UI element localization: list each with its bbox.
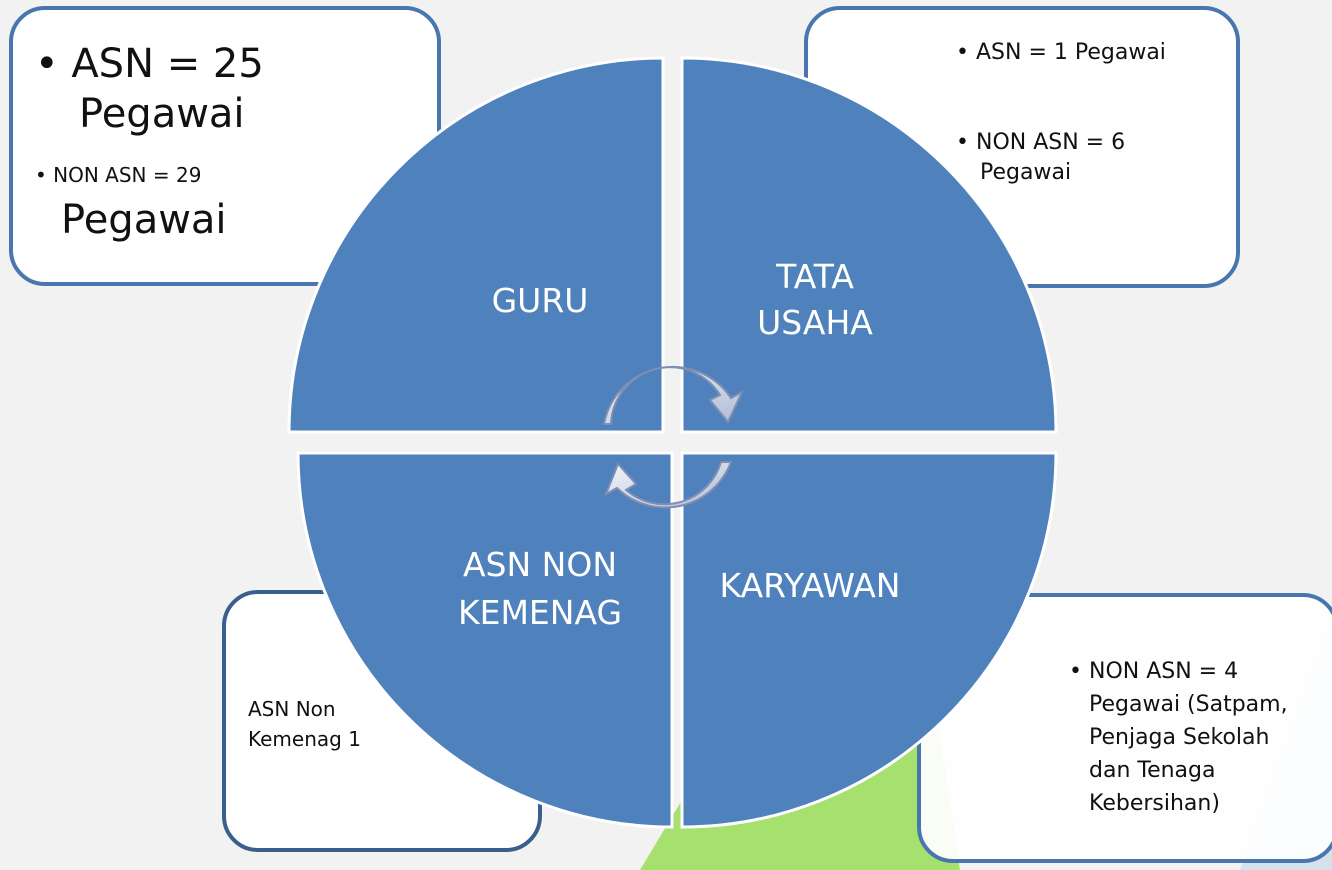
karyawan-bullet: • NON ASN = 4 [1069,657,1238,687]
tu-non-asn-bullet: • NON ASN = 6 [956,128,1125,158]
guru-asn-unit: Pegawai [79,91,245,137]
quadrant-asn-non-kemenag [296,451,674,829]
karyawan-line2: Pegawai (Satpam, [1089,692,1288,717]
label-tata-usaha-line1: TATA [776,257,854,296]
label-guru: GURU [491,281,589,320]
quadrant-karyawan [680,451,1058,829]
cycle-arrow-top-icon [602,365,745,425]
karyawan-line4: dan Tenaga [1089,758,1216,783]
cycle-arrow-bottom-icon [604,461,733,509]
tu-non-asn-text: NON ASN = 6 [975,130,1126,155]
tu-asn-text: ASN = 1 Pegawai [975,40,1166,65]
asn-non-line1: ASN Non [248,697,336,721]
guru-non-asn-bullet: • NON ASN = 29 [35,162,201,188]
guru-asn-bullet: • ASN = 25 [35,40,264,88]
tu-non-asn-unit: Pegawai [980,160,1072,185]
quadrant-tata-usaha [680,56,1058,434]
bullet-dot: • [956,40,969,65]
bullet-dot: • [35,41,59,87]
bullet-dot: • [956,130,969,155]
quadrant-guru [287,56,665,434]
label-karyawan: KARYAWAN [719,566,901,605]
karyawan-line5: Kebersihan) [1089,791,1220,816]
karyawan-line1: NON ASN = 4 [1088,659,1239,684]
bullet-dot: • [35,163,47,187]
bullet-dot: • [1069,659,1082,684]
karyawan-line3: Penjaga Sekolah [1089,725,1270,750]
label-asn-non-line2: KEMENAG [457,593,623,632]
guru-non-asn-unit: Pegawai [61,197,227,243]
tu-asn-bullet: • ASN = 1 Pegawai [956,38,1166,68]
label-asn-non-line1: ASN NON [462,545,618,584]
guru-non-asn-text: NON ASN = 29 [53,163,202,187]
label-tata-usaha-line2: USAHA [757,303,873,342]
asn-non-line2: Kemenag 1 [248,727,361,751]
guru-asn-text: ASN = 25 [71,41,264,87]
